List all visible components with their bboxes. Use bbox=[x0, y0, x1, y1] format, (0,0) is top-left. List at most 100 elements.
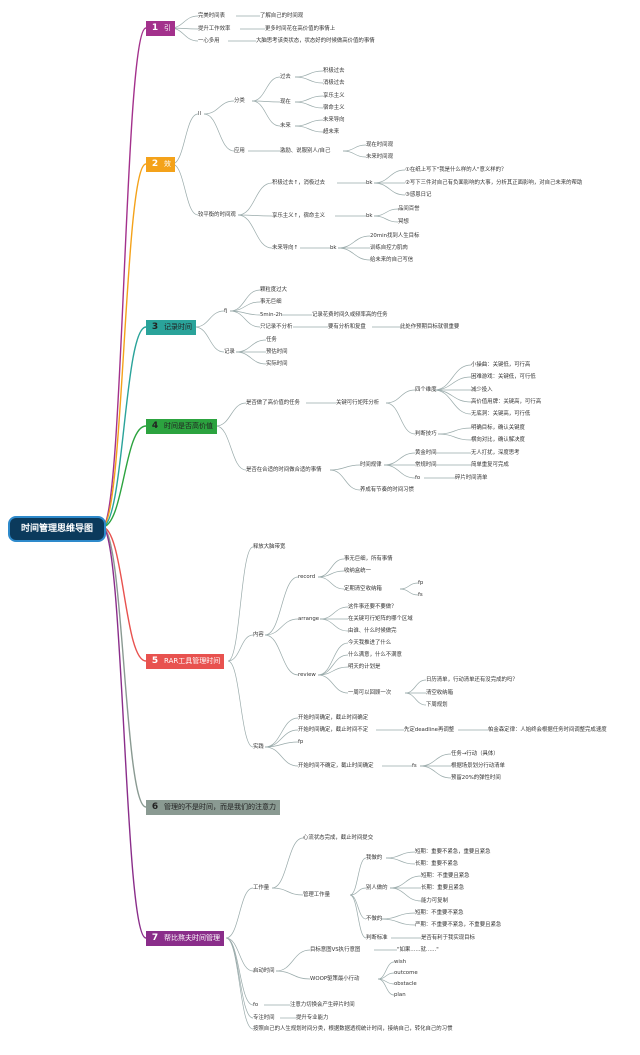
node[interactable]: 短期：重要不紧急，重要且紧急 bbox=[415, 849, 491, 855]
node[interactable]: 事无巨细 bbox=[260, 299, 282, 305]
node[interactable]: 按照自己的人生规划时间分类，根据数据透视统计时间，接纳自己，转化自己的习惯 bbox=[253, 1026, 453, 1032]
node[interactable]: 较平衡的时间观 bbox=[198, 212, 236, 218]
node[interactable]: 常规时间 bbox=[415, 462, 437, 468]
node[interactable]: bk bbox=[330, 245, 337, 251]
node[interactable]: 由谁、什么时候做完 bbox=[348, 628, 397, 634]
node[interactable]: 我做的 bbox=[366, 855, 383, 861]
node[interactable]: 超未来 bbox=[323, 129, 340, 135]
node[interactable]: 启动时间 bbox=[253, 968, 275, 974]
node[interactable]: 预留20%的弹性时间 bbox=[451, 775, 501, 781]
node[interactable]: 下周规划 bbox=[426, 702, 448, 708]
node[interactable]: 定期清空收纳箱 bbox=[344, 586, 382, 592]
node[interactable]: 了解自己的时间观 bbox=[260, 13, 304, 19]
node[interactable]: 这件事还要不要做？ bbox=[348, 604, 397, 610]
node[interactable]: 短期：不重要不紧急 bbox=[415, 910, 464, 916]
node[interactable]: 清空收纳箱 bbox=[426, 690, 453, 696]
node[interactable]: 判断标准 bbox=[366, 935, 388, 941]
node[interactable]: 现在时间观 bbox=[366, 142, 393, 148]
node[interactable]: 训练自控力肌肉 bbox=[370, 245, 408, 251]
root-node[interactable]: 时间管理思维导图 bbox=[8, 516, 106, 542]
node[interactable]: 任务→行动（具体） bbox=[451, 751, 499, 757]
node[interactable]: 小操曲：关键低，可行高 bbox=[471, 362, 531, 368]
node[interactable]: 心流状态完成，截止时间提交 bbox=[303, 835, 374, 841]
node[interactable]: fp bbox=[298, 739, 304, 745]
node[interactable]: 黄金时间 bbox=[415, 450, 437, 456]
node[interactable]: 实际时间 bbox=[266, 361, 288, 367]
node[interactable]: fs bbox=[418, 592, 423, 598]
node[interactable]: 事无巨细，所有事情 bbox=[344, 556, 393, 562]
node[interactable]: "如果......就......" bbox=[397, 947, 439, 953]
node[interactable]: 目标意图VS执行意图 bbox=[310, 947, 361, 953]
node[interactable]: 未来导向 bbox=[323, 117, 345, 123]
node[interactable]: 不做的 bbox=[366, 916, 383, 922]
node[interactable]: 记录 bbox=[224, 349, 235, 355]
node[interactable]: 严期：不重要不紧急，不重要且紧急 bbox=[415, 922, 502, 928]
node[interactable]: 时间规律 bbox=[360, 462, 382, 468]
node[interactable]: 简单重复可完成 bbox=[471, 462, 509, 468]
node[interactable]: 品间百誉 bbox=[398, 206, 420, 212]
node[interactable]: outcome bbox=[394, 970, 418, 976]
node[interactable]: 积极过去↑，消极过去 bbox=[272, 180, 326, 186]
node[interactable]: 专注时间 bbox=[253, 1015, 275, 1021]
node[interactable]: 5min-2h bbox=[260, 312, 283, 318]
node[interactable]: review bbox=[298, 672, 316, 678]
node[interactable]: 20min找到人生目标 bbox=[370, 233, 420, 239]
node[interactable]: 日历清单，行动清单还有没完成的吗？ bbox=[426, 677, 518, 683]
node[interactable]: 开始时间确定，截止时间不定 bbox=[298, 727, 369, 733]
node[interactable]: bk bbox=[366, 180, 373, 186]
node[interactable]: 提升专业能力 bbox=[296, 1015, 329, 1021]
node[interactable]: 开始时间不确定，截止时间确定 bbox=[298, 763, 374, 769]
node[interactable]: 享乐主义 bbox=[323, 93, 345, 99]
node[interactable]: 注意力切换会产生碎片时间 bbox=[290, 1002, 355, 1008]
node[interactable]: fp bbox=[418, 580, 424, 586]
node[interactable]: 在关键可行矩阵的哪个区域 bbox=[348, 616, 413, 622]
node[interactable]: ②写下三件对自己有负面影响的大事，分析其正面影响，对自己未来的帮助 bbox=[405, 180, 583, 186]
node[interactable]: 什么满意，什么不满意 bbox=[348, 652, 402, 658]
node[interactable]: arrange bbox=[298, 616, 320, 622]
node[interactable]: 短期：不重要且紧急 bbox=[421, 873, 470, 879]
node[interactable]: 过去 bbox=[280, 74, 291, 80]
node[interactable]: 应用 bbox=[234, 148, 245, 154]
node[interactable]: 碎片时间清单 bbox=[455, 475, 488, 481]
node[interactable]: 宿命主义 bbox=[323, 105, 345, 111]
node[interactable]: ③感恩日记 bbox=[405, 192, 432, 198]
node[interactable]: 长期：重要且紧急 bbox=[421, 885, 465, 891]
node[interactable]: 激励、说服别人/自己 bbox=[280, 148, 331, 154]
node[interactable]: 积极过去 bbox=[323, 68, 345, 74]
node[interactable]: 别人做的 bbox=[366, 885, 388, 891]
node[interactable]: 此处作预期目标就很重要 bbox=[400, 324, 460, 330]
node[interactable]: wish bbox=[394, 959, 407, 965]
node[interactable]: 无人打扰，深度思考 bbox=[471, 450, 520, 456]
node[interactable]: fo bbox=[415, 475, 421, 481]
node[interactable]: 开始时间确定，截止时间确定 bbox=[298, 715, 369, 721]
node[interactable]: 颗粒度过大 bbox=[260, 287, 287, 293]
node[interactable]: 未来 bbox=[280, 123, 291, 129]
node[interactable]: 是否有利于我实现目标 bbox=[421, 935, 475, 941]
node[interactable]: 能力可复制 bbox=[421, 898, 448, 904]
node[interactable]: 长期：重要不紧急 bbox=[415, 861, 459, 867]
node[interactable]: ll bbox=[198, 111, 201, 117]
node[interactable]: 冥想 bbox=[398, 219, 409, 225]
node[interactable]: 要有分析和复盘 bbox=[328, 324, 366, 330]
node[interactable]: 享乐主义↑，宿命主义 bbox=[272, 213, 326, 219]
node[interactable]: 一心多用 bbox=[198, 38, 220, 44]
node[interactable]: 根据场景划分行动清单 bbox=[451, 763, 505, 769]
node[interactable]: 内容 bbox=[253, 632, 264, 638]
node[interactable]: 实践 bbox=[253, 744, 264, 750]
node[interactable]: 管理工作量 bbox=[303, 892, 330, 898]
node[interactable]: 是否在合适的时间做合适的事情 bbox=[246, 467, 322, 473]
node[interactable]: 高价值用牌：关键高，可行高 bbox=[471, 399, 542, 405]
node[interactable]: 只记录不分析 bbox=[260, 324, 293, 330]
node[interactable]: 养成有节奏的时间习惯 bbox=[360, 487, 414, 493]
node[interactable]: WOOP驱策最小行动 bbox=[310, 976, 360, 982]
node[interactable]: 分类 bbox=[234, 98, 245, 104]
node[interactable]: record bbox=[298, 574, 316, 580]
node[interactable]: 明确目标，确认关键度 bbox=[471, 425, 525, 431]
node[interactable]: 记录花费时间久或频率高的任务 bbox=[312, 312, 388, 318]
